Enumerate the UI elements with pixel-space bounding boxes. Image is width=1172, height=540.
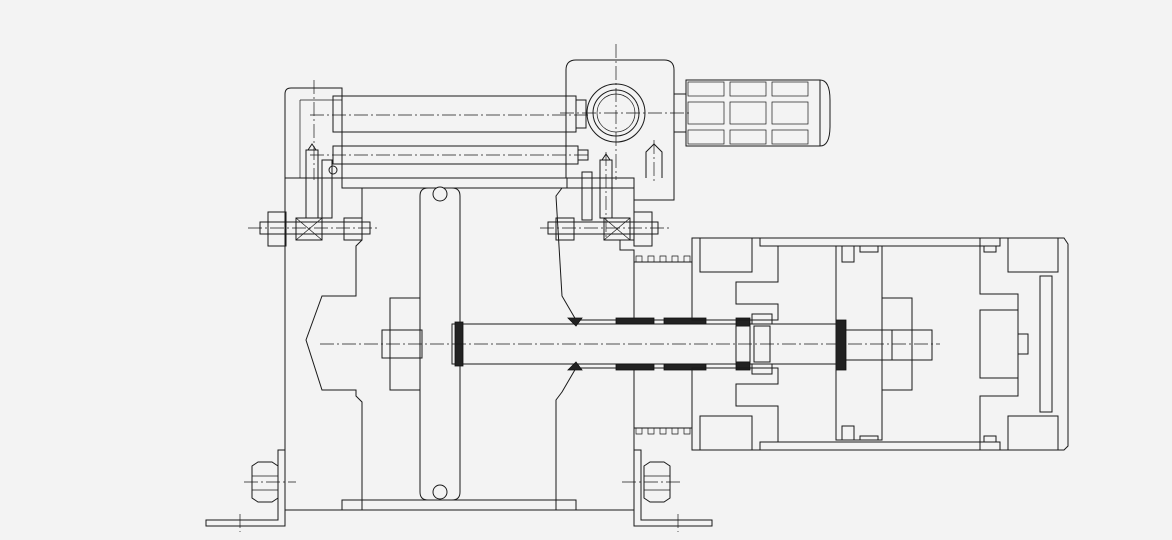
mounting-bracket-right xyxy=(633,449,713,532)
grease-fittings xyxy=(307,143,611,175)
right-housing-flange xyxy=(555,187,693,511)
gear-reducer-housing xyxy=(560,44,690,201)
transmission-shafts xyxy=(310,80,590,180)
seal-rings xyxy=(567,313,773,375)
cylinder-assembly xyxy=(691,237,1069,451)
center-piston-disc xyxy=(389,186,461,501)
mounting-bracket-left xyxy=(205,449,286,532)
bolt-right xyxy=(540,152,670,247)
threaded-shaft-end xyxy=(835,297,933,391)
hex-nut-left xyxy=(244,461,296,503)
main-shaft xyxy=(320,313,940,375)
hex-nut-right xyxy=(622,461,680,503)
left-housing-flange xyxy=(284,87,363,511)
electric-motor xyxy=(685,79,831,147)
